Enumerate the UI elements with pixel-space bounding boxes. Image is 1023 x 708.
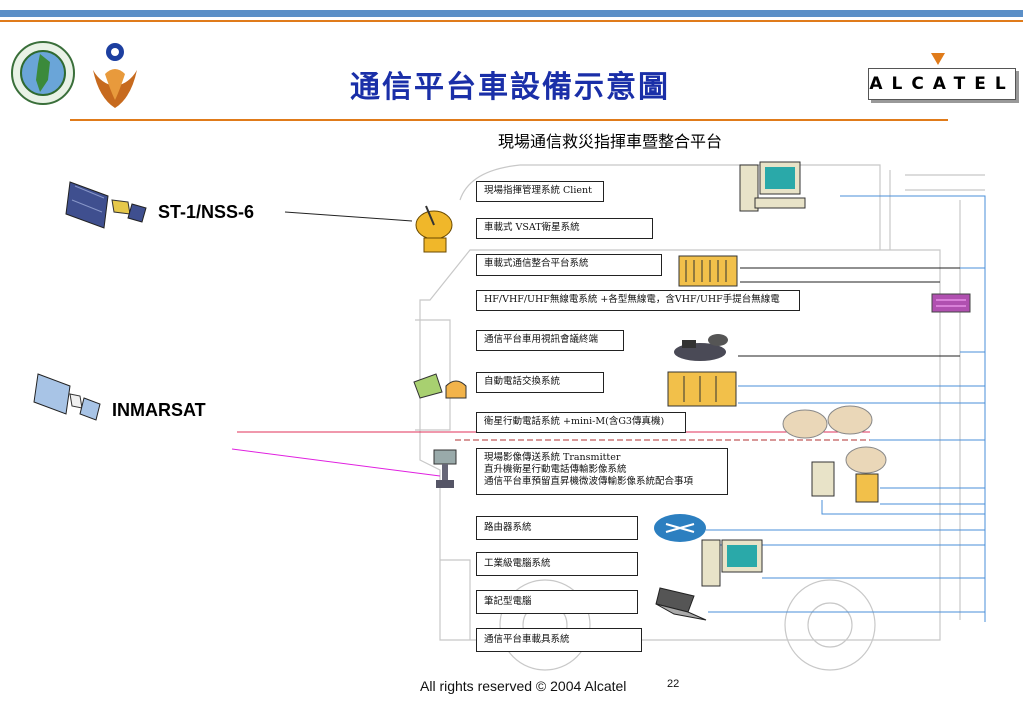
alcatel-triangle-icon xyxy=(931,52,945,66)
system-label: 通信平台車載具系統 xyxy=(484,634,570,645)
satellite-dome-icon xyxy=(782,405,887,474)
top-orange-bar xyxy=(0,20,1023,22)
top-blue-bar xyxy=(0,10,1023,17)
system-label: HF/VHF/UHF無線電系統 +各型無線電，含VHF/UHF手提台無線電 xyxy=(484,294,780,305)
satellite-st1-icon xyxy=(65,181,147,229)
system-box-vsat: 車載式 VSAT衛星系統 xyxy=(476,218,653,239)
government-seal-logo xyxy=(10,40,76,106)
satellite-inmarsat-icon xyxy=(33,373,101,421)
video-conference-icon xyxy=(674,334,728,361)
system-box-video-transmit: 現場影像傳送系統 Transmitter 直升機衛星行動電話傳輸影像系統 通信平… xyxy=(476,448,728,495)
camera-icon xyxy=(433,449,457,488)
system-box-command-client: 現場指揮管理系統 Client xyxy=(476,181,604,202)
vsat-dish-icon xyxy=(415,205,453,253)
system-box-laptop: 筆記型電腦 xyxy=(476,590,638,614)
minim-terminal-icon xyxy=(811,461,879,503)
industrial-pc-icon xyxy=(701,539,763,587)
system-label: 衛星行動電話系統 +mini-M(含G3傳真機) xyxy=(484,416,665,427)
system-label: 車載式通信整合平台系統 xyxy=(484,258,589,269)
system-label: 現場指揮管理系統 Client xyxy=(484,185,592,196)
copyright-footer: All rights reserved © 2004 Alcatel xyxy=(420,678,627,694)
system-box-industrial-pc: 工業級電腦系統 xyxy=(476,552,638,576)
system-label: 通信平台車用視訊會議終端 xyxy=(484,334,599,345)
header-divider xyxy=(70,119,948,121)
laptop-icon xyxy=(655,587,707,621)
phoenix-emblem-logo xyxy=(85,40,145,112)
radio-device-icon xyxy=(931,293,971,313)
page-number: 22 xyxy=(667,678,680,690)
system-box-pbx: 自動電話交換系統 xyxy=(476,372,604,393)
diagram-subtitle: 現場通信救災指揮車暨整合平台 xyxy=(497,132,722,151)
system-label: 直升機衛星行動電話傳輸影像系統 xyxy=(484,464,627,475)
satellite-label-st1: ST-1/NSS-6 xyxy=(158,202,255,222)
router-icon xyxy=(654,514,706,542)
system-box-video-conference: 通信平台車用視訊會議終端 xyxy=(476,330,624,351)
system-label: 車載式 VSAT衛星系統 xyxy=(484,222,580,233)
system-label: 通信平台車預留直昇機微波傳輸影像系統配合事項 xyxy=(484,476,694,487)
phones-icon xyxy=(413,373,467,399)
rack-device-icon xyxy=(678,255,738,287)
page-title: 通信平台車設備示意圖 xyxy=(350,70,670,105)
system-label: 路由器系統 xyxy=(484,522,532,533)
system-label: 筆記型電腦 xyxy=(484,596,532,607)
satellite-label-inmarsat: INMARSAT xyxy=(112,400,206,420)
system-label: 自動電話交換系統 xyxy=(484,376,561,387)
system-label: 工業級電腦系統 xyxy=(484,558,551,569)
system-box-sat-phone: 衛星行動電話系統 +mini-M(含G3傳真機) xyxy=(476,412,686,433)
system-label: 現場影像傳送系統 Transmitter xyxy=(484,452,621,463)
system-box-integration-platform: 車載式通信整合平台系統 xyxy=(476,254,662,276)
alcatel-logo: ALCATEL xyxy=(868,68,1016,100)
system-box-vehicle: 通信平台車載具系統 xyxy=(476,628,642,652)
client-pc-icon xyxy=(739,161,806,212)
system-box-radio: HF/VHF/UHF無線電系統 +各型無線電，含VHF/UHF手提台無線電 xyxy=(476,290,800,311)
system-box-router: 路由器系統 xyxy=(476,516,638,540)
pbx-device-icon xyxy=(667,371,737,407)
